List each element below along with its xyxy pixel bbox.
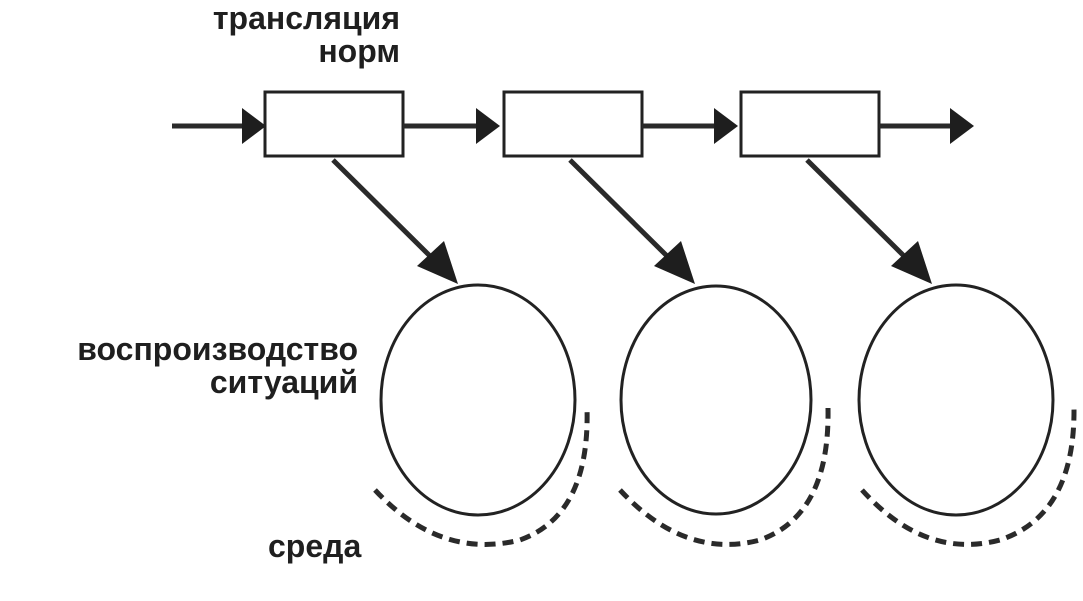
situation-2 bbox=[619, 284, 813, 516]
norm-box-1 bbox=[263, 90, 405, 158]
label-reproduction-line2: ситуаций bbox=[209, 364, 358, 400]
label-translation-of-norms: трансляция норм bbox=[100, 2, 400, 68]
norm-box-3 bbox=[739, 90, 881, 158]
situation-1 bbox=[379, 283, 577, 517]
situations bbox=[379, 283, 1055, 517]
label-translation-line2: норм bbox=[318, 33, 400, 69]
label-reproduction-line1: воспроизводство bbox=[77, 331, 358, 367]
diag-arrowhead-3 bbox=[891, 241, 932, 284]
diag-line-2 bbox=[568, 158, 669, 258]
diag-line-1 bbox=[331, 158, 432, 258]
flow-arrowhead-2-3 bbox=[714, 108, 738, 144]
label-translation-line1: трансляция bbox=[212, 0, 400, 36]
diag-arrowhead-2 bbox=[654, 241, 695, 284]
diag-arrowhead-1 bbox=[417, 241, 458, 284]
environment-arcs bbox=[373, 407, 1077, 547]
label-environment: среда bbox=[268, 528, 362, 564]
diag-line-3 bbox=[805, 158, 906, 258]
situation-3 bbox=[857, 283, 1055, 517]
environment-arc-2 bbox=[618, 407, 831, 547]
reproduction-arrows bbox=[331, 158, 932, 284]
translation-flow bbox=[172, 90, 974, 158]
label-reproduction-of-situations: воспроизводство ситуаций bbox=[18, 333, 358, 399]
flow-arrowhead-in bbox=[242, 108, 266, 144]
environment-arc-3 bbox=[860, 407, 1077, 547]
flow-arrowhead-out bbox=[950, 108, 974, 144]
norm-box-2 bbox=[502, 90, 644, 158]
environment-arc-1 bbox=[373, 407, 590, 547]
flow-arrowhead-1-2 bbox=[476, 108, 500, 144]
